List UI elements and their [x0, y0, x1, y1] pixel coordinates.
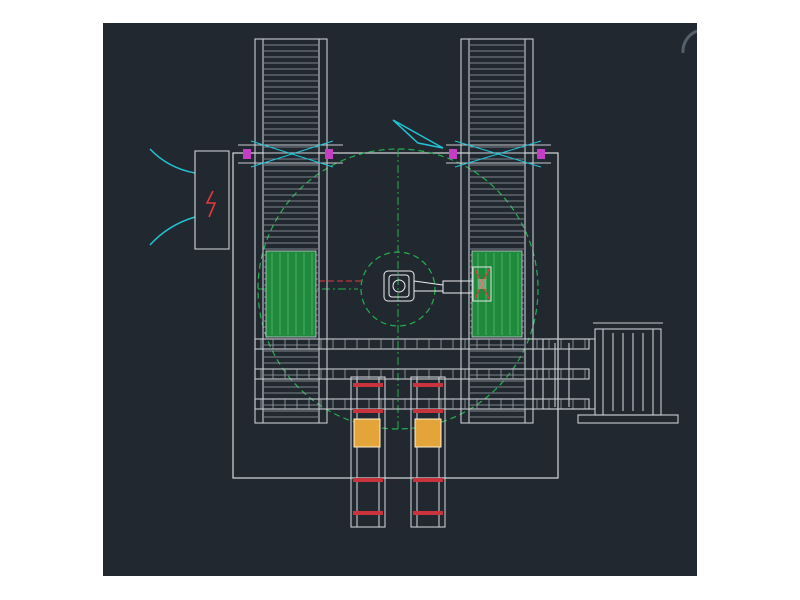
transfer-conveyor [254, 338, 590, 410]
access-door-top [392, 119, 444, 149]
robot-gripper [472, 266, 492, 302]
case-infeed-left [350, 376, 386, 528]
case-left [353, 418, 381, 448]
cell-fence [232, 152, 559, 479]
safety-door-left [149, 148, 230, 250]
electric-hazard-icon [205, 190, 217, 218]
right-pallet [471, 250, 523, 338]
left-pallet-stop-frame [238, 140, 343, 168]
cad-viewport[interactable] [103, 23, 697, 576]
case-right [414, 418, 442, 448]
palletizing-robot [383, 270, 474, 302]
case-infeed-right [410, 376, 446, 528]
corner-arc [681, 29, 697, 54]
pallet-dispenser [577, 322, 679, 424]
right-pallet-stop-frame [446, 140, 551, 168]
robot-reach-circle [257, 148, 539, 430]
left-pallet-conveyor [254, 38, 328, 424]
left-pallet [265, 250, 317, 338]
palletizing-cell-layout [149, 29, 697, 528]
right-pallet-conveyor [460, 38, 534, 424]
dispenser-feed [542, 338, 596, 410]
